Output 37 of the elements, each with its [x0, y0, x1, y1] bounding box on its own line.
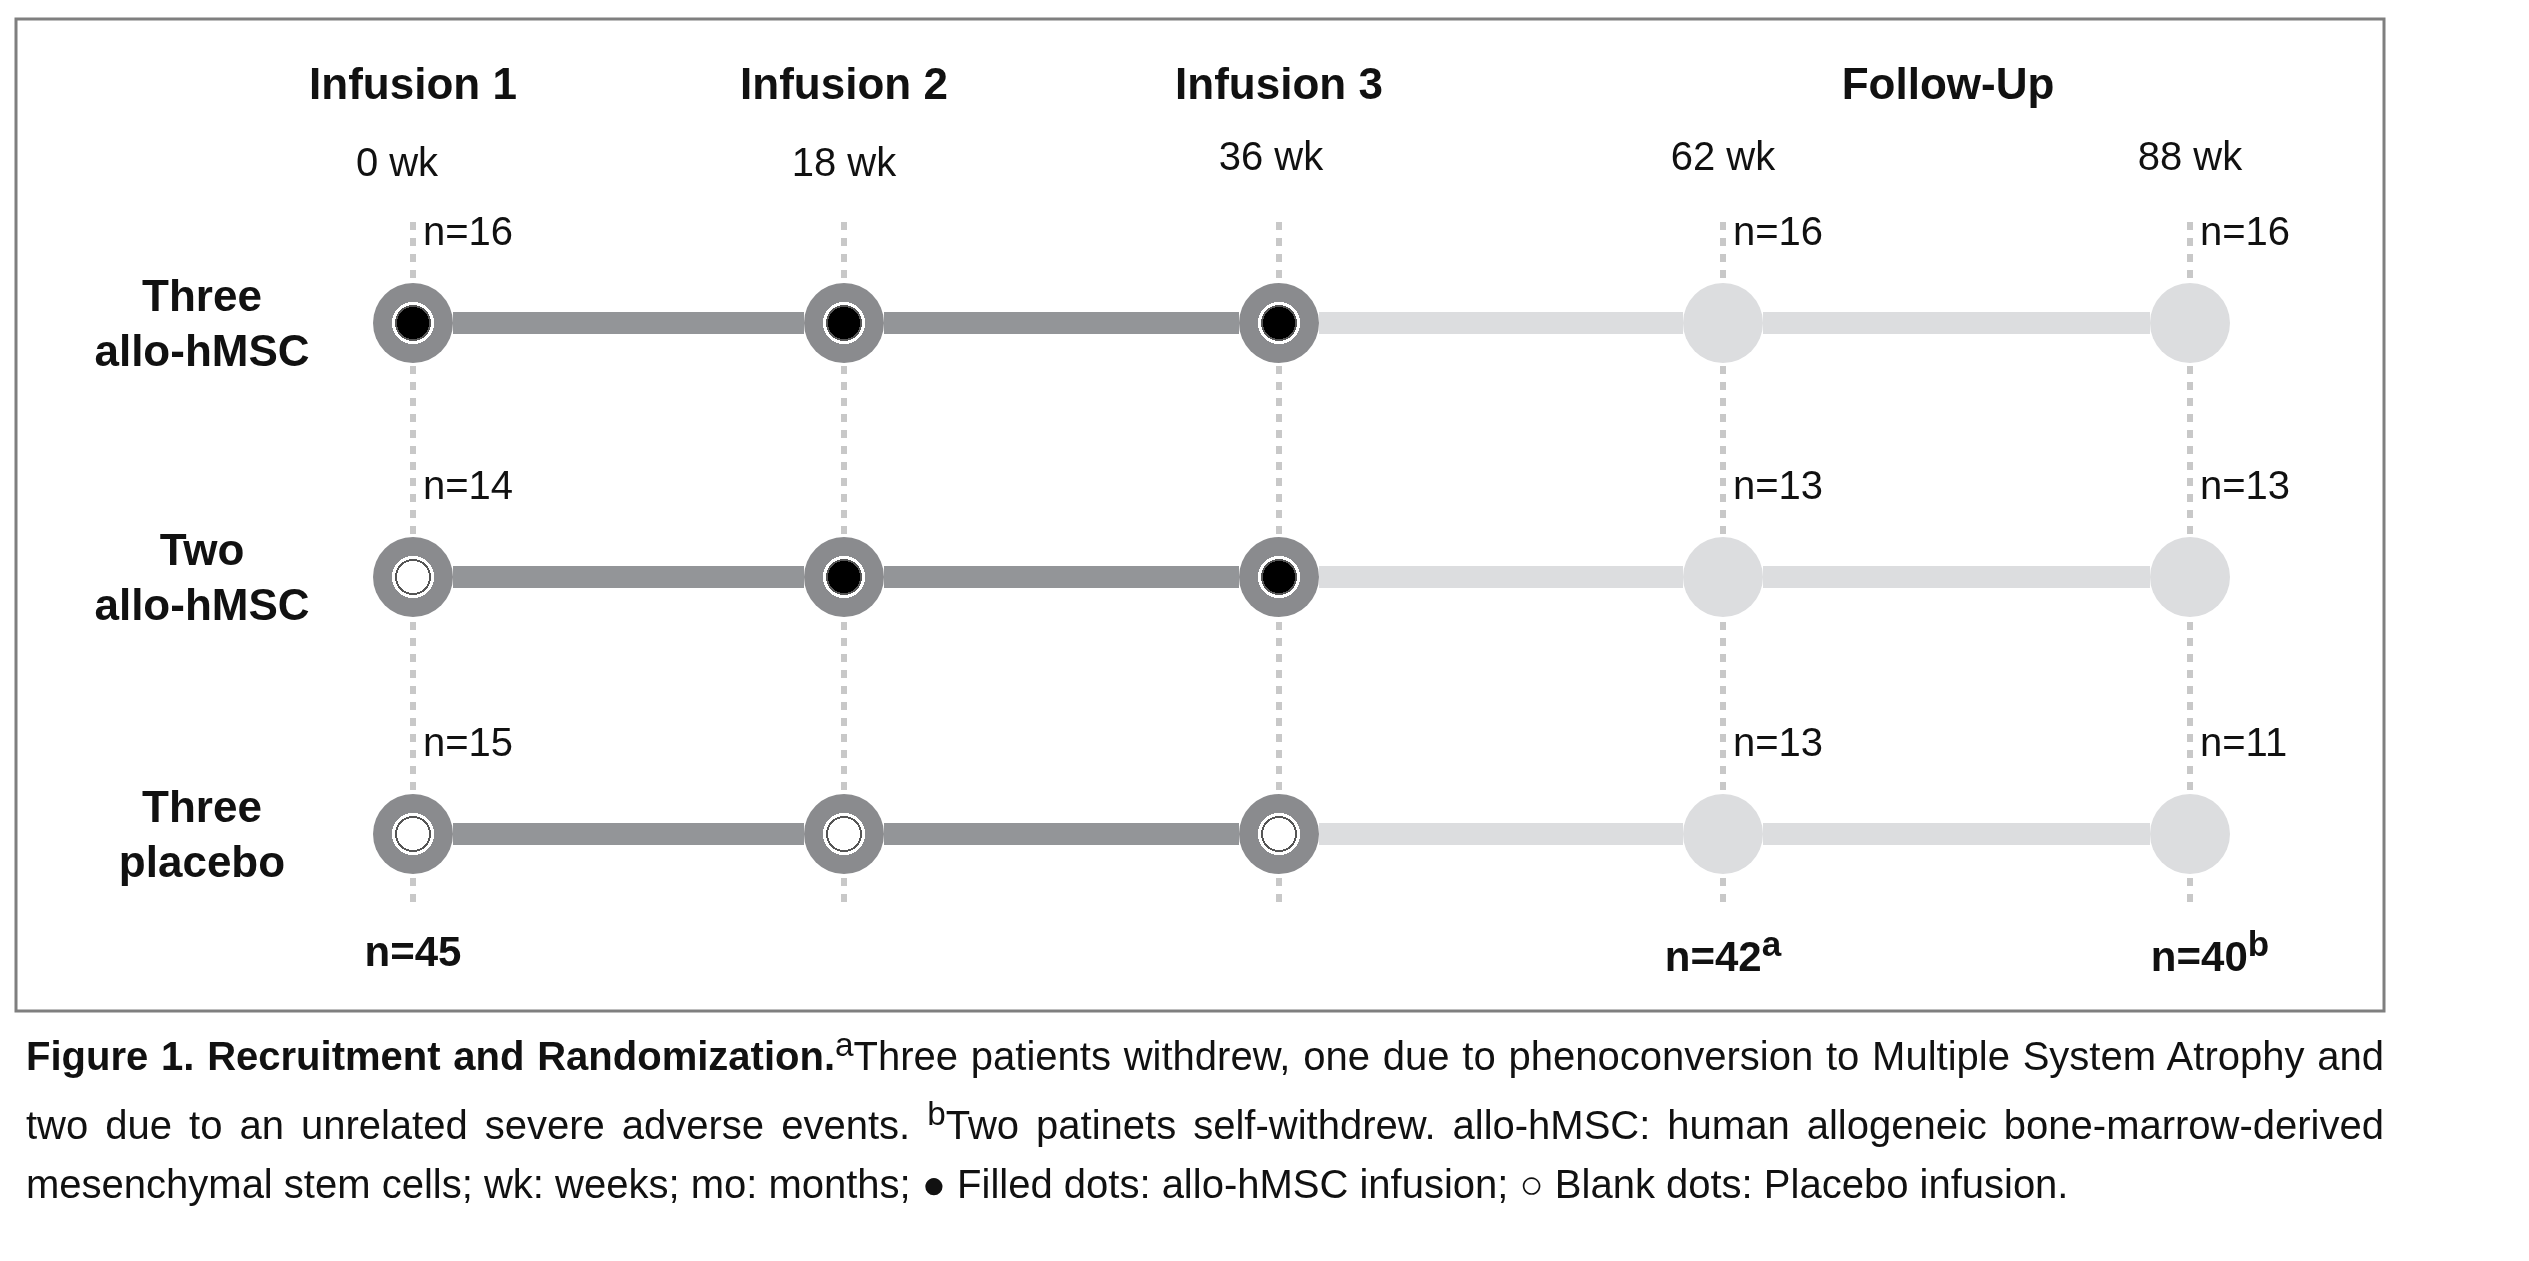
- total-count: n=42$^{a}$: [1664, 923, 1782, 981]
- connector-line: [453, 566, 804, 588]
- count-label: n=16: [1733, 209, 1824, 254]
- time-label: 18 wk: [791, 139, 897, 185]
- time-label: 0 wk: [355, 139, 439, 185]
- connector-line: [884, 312, 1239, 334]
- connector-line: [453, 312, 804, 334]
- row-label: Three placebo: [117, 781, 287, 888]
- column-heading: Follow-Up: [1841, 59, 2055, 109]
- connector-line: [1319, 823, 1683, 845]
- connector-line: [1763, 823, 2150, 845]
- total-count: n=45: [364, 928, 462, 976]
- row-label: Three allo-hMSC: [93, 270, 311, 377]
- count-label: n=13: [1733, 463, 1824, 508]
- column-heading: Infusion 2: [740, 59, 948, 109]
- connector-line: [884, 566, 1239, 588]
- row-label: Two allo-hMSC: [93, 524, 311, 631]
- column-heading: Infusion 3: [1175, 59, 1383, 109]
- count-label: n=16: [2200, 209, 2291, 254]
- count-label: n=11: [2200, 720, 2288, 765]
- figure-caption: Figure 1. Recruitment and Randomization.$^{a}$Three patients withdrew, one due to phenoconversion to Multiple System Atrophy and two due to an unrelated severe adverse events. $^{b}$Two patinets self-withdrew. allo-hMSC: human allogeneic bone-marrow-derived mesenchymal stem cells; wk: weeks; mo: months; ● Filled dots: allo-hMSC infusion; ○ Blank dots: Placebo infusion.: [26, 1025, 2384, 1208]
- count-label: n=16: [423, 209, 514, 254]
- time-label: 88 wk: [2137, 133, 2243, 179]
- count-label: n=14: [423, 463, 514, 508]
- count-label: n=13: [2200, 463, 2291, 508]
- connector-line: [1319, 566, 1683, 588]
- time-label: 36 wk: [1218, 133, 1324, 179]
- connector-line: [884, 823, 1239, 845]
- column-heading: Infusion 1: [309, 59, 517, 109]
- connector-line: [1319, 312, 1683, 334]
- connector-line: [1763, 566, 2150, 588]
- connector-line: [1763, 312, 2150, 334]
- count-label: n=13: [1733, 720, 1824, 765]
- count-label: n=15: [423, 720, 514, 765]
- total-count: n=40$^{b}$: [2150, 923, 2270, 981]
- connector-line: [453, 823, 804, 845]
- time-label: 62 wk: [1670, 133, 1776, 179]
